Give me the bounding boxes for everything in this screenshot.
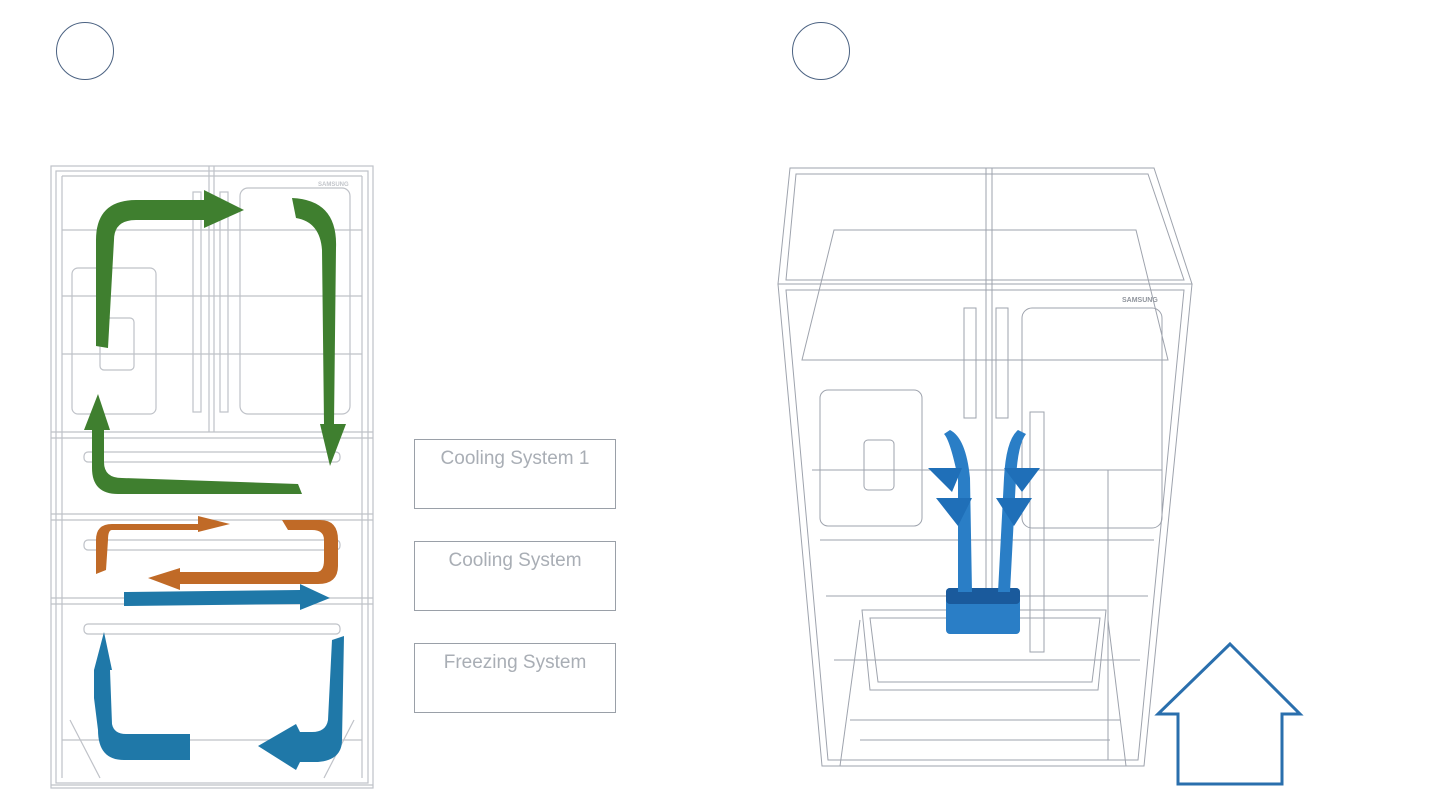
legend-label: Freezing System	[443, 652, 587, 673]
fridge-outline-left	[50, 165, 374, 789]
blue-vertical-airflow	[928, 430, 1040, 634]
blue-airflow-arrows	[94, 584, 344, 770]
brand-logo-right: SAMSUNG	[1122, 297, 1158, 304]
legend-label: Cooling System 1	[440, 448, 590, 469]
up-arrow-icon	[1154, 641, 1304, 786]
step-circle-left	[56, 22, 114, 80]
fridge-outline-right	[777, 167, 1193, 767]
step-circle-right	[792, 22, 850, 80]
legend-cooling-system: Cooling System	[414, 541, 616, 611]
brand-logo-left: SAMSUNG	[318, 182, 349, 188]
orange-airflow-arrows	[96, 516, 338, 590]
legend-freezing-system: Freezing System	[414, 643, 616, 713]
green-airflow-arrows	[84, 190, 346, 494]
legend-cooling-system-1: Cooling System 1	[414, 439, 616, 509]
legend-label: Cooling System	[448, 550, 582, 571]
